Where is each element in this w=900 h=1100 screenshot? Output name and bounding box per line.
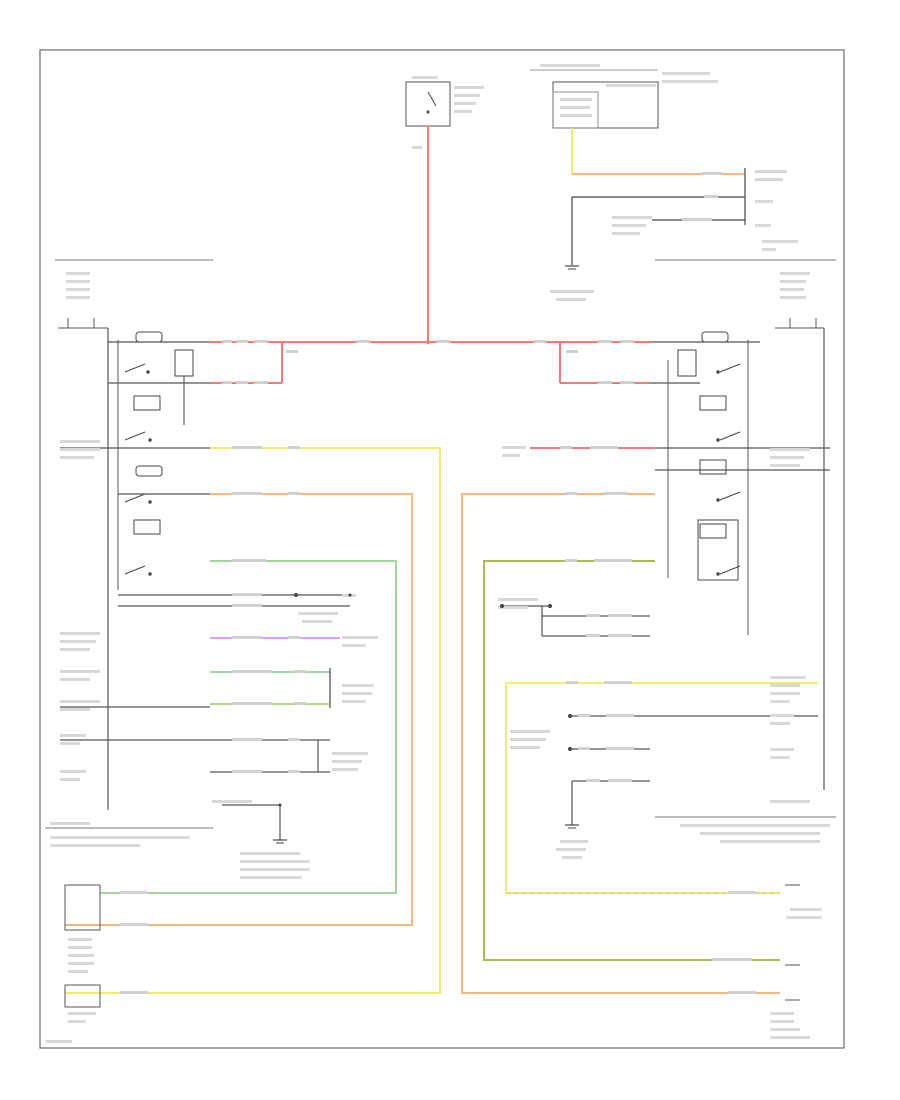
left-black-wires [60,341,350,840]
power-distribution-box [530,69,659,129]
left-rear-door-lock [64,884,101,1008]
left-master-switch-vertical [107,328,119,810]
right-ground-symbol [565,824,579,829]
left-door-lock-motor [58,318,108,329]
right-master-switch-vertical [667,340,749,635]
connector-dots [278,593,572,807]
red-power-wires [210,126,650,384]
wire-color-tags [120,172,756,994]
left-switch-symbols [124,331,194,576]
left-colored-wires [65,447,441,994]
splice-point [426,340,430,344]
left-ground-symbol [273,839,287,844]
illegible-labels [46,64,830,1043]
right-switch-symbols [677,331,741,581]
ground-symbol-top [565,265,579,270]
right-black-wires [500,341,830,825]
right-colored-wires [461,447,818,994]
right-rear-door-lock [785,884,800,1001]
diagram-frame [39,49,845,1049]
right-door-lock-motor [775,318,825,790]
top-right-wires [571,128,746,265]
ignition-fuse-box [405,81,451,127]
